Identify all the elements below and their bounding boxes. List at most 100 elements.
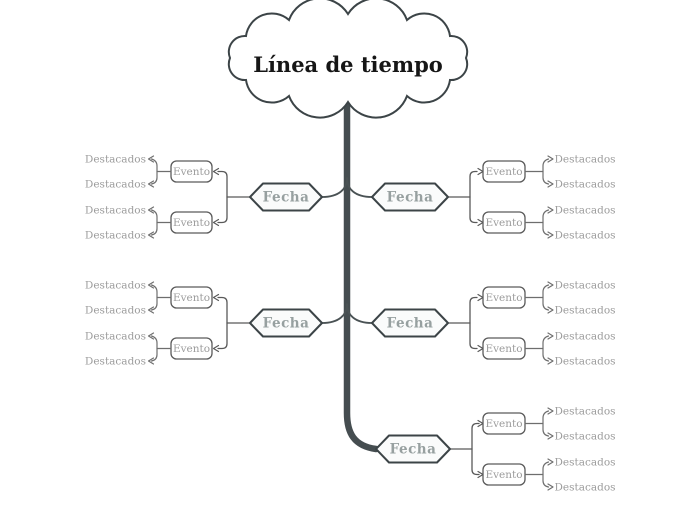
- root-topic-label: Línea de tiempo: [253, 52, 443, 77]
- arrowhead-icon: [147, 332, 155, 340]
- arrowhead-icon: [547, 180, 554, 188]
- highlight-label[interactable]: Destacados: [555, 205, 616, 217]
- arrowhead-icon: [147, 231, 155, 239]
- highlight-label[interactable]: Destacados: [555, 331, 616, 343]
- date-node[interactable]: Fecha: [371, 182, 449, 212]
- date-event-bracket: [217, 296, 228, 350]
- highlight-label[interactable]: Destacados: [85, 230, 146, 242]
- highlight-label[interactable]: Destacados: [555, 179, 616, 191]
- highlight-label[interactable]: Destacados: [555, 305, 616, 317]
- event-node-label: Evento: [173, 166, 210, 178]
- date-node[interactable]: Fecha: [375, 434, 451, 464]
- arrowhead-icon: [547, 231, 554, 239]
- arrowhead-icon: [547, 483, 554, 491]
- highlight-label[interactable]: Destacados: [85, 305, 146, 317]
- branch-connector-left-2: [321, 303, 348, 324]
- event-node-label: Evento: [173, 343, 210, 355]
- date-node-label: Fecha: [263, 316, 310, 332]
- date-event-bracket: [217, 170, 228, 224]
- arrowhead-icon: [477, 344, 484, 353]
- arrowhead-icon: [547, 432, 554, 440]
- event-node[interactable]: Evento: [482, 337, 526, 360]
- branch-connector-right-2: [346, 303, 373, 324]
- date-event-bracket: [469, 296, 478, 350]
- event-node-label: Evento: [173, 217, 210, 229]
- highlight-label[interactable]: Destacados: [555, 356, 616, 368]
- date-node[interactable]: Fecha: [249, 182, 323, 212]
- date-node[interactable]: Fecha: [371, 308, 449, 338]
- event-node[interactable]: Evento: [482, 412, 526, 435]
- highlight-label[interactable]: Destacados: [85, 280, 146, 292]
- highlight-label[interactable]: Destacados: [85, 356, 146, 368]
- date-branch-group: Fecha Evento Evento Destacados Destacado…: [85, 280, 323, 368]
- date-node[interactable]: Fecha: [249, 308, 323, 338]
- date-node-label: Fecha: [390, 442, 437, 458]
- event-node[interactable]: Evento: [482, 463, 526, 486]
- event-node-label: Evento: [485, 292, 522, 304]
- highlight-label[interactable]: Destacados: [555, 457, 616, 469]
- cloud-shape[interactable]: [227, 0, 469, 119]
- arrowhead-icon: [547, 332, 554, 340]
- arrowhead-icon: [547, 155, 554, 163]
- arrowhead-icon: [477, 218, 484, 227]
- highlight-label[interactable]: Destacados: [555, 280, 616, 292]
- event-node[interactable]: Evento: [170, 337, 213, 360]
- event-node-label: Evento: [485, 217, 522, 229]
- event-node-label: Evento: [485, 343, 522, 355]
- root-topic-node[interactable]: Línea de tiempo: [227, 0, 469, 119]
- event-node[interactable]: Evento: [170, 211, 213, 234]
- date-event-bracket: [469, 170, 478, 224]
- highlight-label[interactable]: Destacados: [555, 230, 616, 242]
- highlight-bracket: [542, 284, 550, 311]
- arrowhead-icon: [212, 218, 220, 227]
- highlight-label[interactable]: Destacados: [555, 406, 616, 418]
- event-node-label: Evento: [485, 418, 522, 430]
- date-branch-group: Fecha Evento Evento Destacados Destacado…: [371, 280, 616, 368]
- highlight-label[interactable]: Destacados: [555, 482, 616, 494]
- arrowhead-icon: [547, 357, 554, 365]
- arrowhead-icon: [147, 306, 155, 314]
- arrowhead-icon: [147, 281, 155, 289]
- arrowhead-icon: [547, 281, 554, 289]
- highlight-bracket: [542, 410, 550, 437]
- arrowhead-icon: [147, 357, 155, 365]
- event-node[interactable]: Evento: [482, 160, 526, 183]
- arrowhead-icon: [212, 167, 220, 176]
- highlight-bracket: [150, 335, 158, 362]
- date-node-label: Fecha: [263, 190, 310, 206]
- event-node[interactable]: Evento: [482, 286, 526, 309]
- highlight-bracket: [542, 335, 550, 362]
- arrowhead-icon: [212, 293, 220, 302]
- arrowhead-icon: [477, 167, 484, 176]
- branch-connector-left-1: [321, 177, 348, 198]
- highlight-label[interactable]: Destacados: [85, 331, 146, 343]
- arrowhead-icon: [477, 293, 484, 302]
- highlight-label[interactable]: Destacados: [85, 179, 146, 191]
- date-node-label: Fecha: [387, 316, 434, 332]
- highlight-bracket: [150, 209, 158, 236]
- highlight-bracket: [542, 209, 550, 236]
- date-node-label: Fecha: [387, 190, 434, 206]
- event-node-label: Evento: [173, 292, 210, 304]
- event-node[interactable]: Evento: [170, 286, 213, 309]
- arrowhead-icon: [147, 180, 155, 188]
- arrowhead-icon: [547, 407, 554, 415]
- highlight-bracket: [150, 158, 158, 185]
- date-branch-group: Fecha Evento Evento Destacados Destacado…: [85, 154, 323, 242]
- arrowhead-icon: [547, 206, 554, 214]
- event-node[interactable]: Evento: [482, 211, 526, 234]
- timeline-trunk: [343, 96, 380, 453]
- highlight-bracket: [542, 461, 550, 488]
- highlight-label[interactable]: Destacados: [555, 431, 616, 443]
- branch-connector-right-1: [346, 177, 373, 198]
- date-event-bracket: [471, 422, 480, 476]
- highlight-label[interactable]: Destacados: [85, 205, 146, 217]
- highlight-label[interactable]: Destacados: [555, 154, 616, 166]
- date-branch-group: Fecha Evento Evento Destacados Destacado…: [375, 406, 616, 494]
- event-node[interactable]: Evento: [170, 160, 213, 183]
- date-branch-group: Fecha Evento Evento Destacados Destacado…: [371, 154, 616, 242]
- arrowhead-icon: [547, 458, 554, 466]
- highlight-label[interactable]: Destacados: [85, 154, 146, 166]
